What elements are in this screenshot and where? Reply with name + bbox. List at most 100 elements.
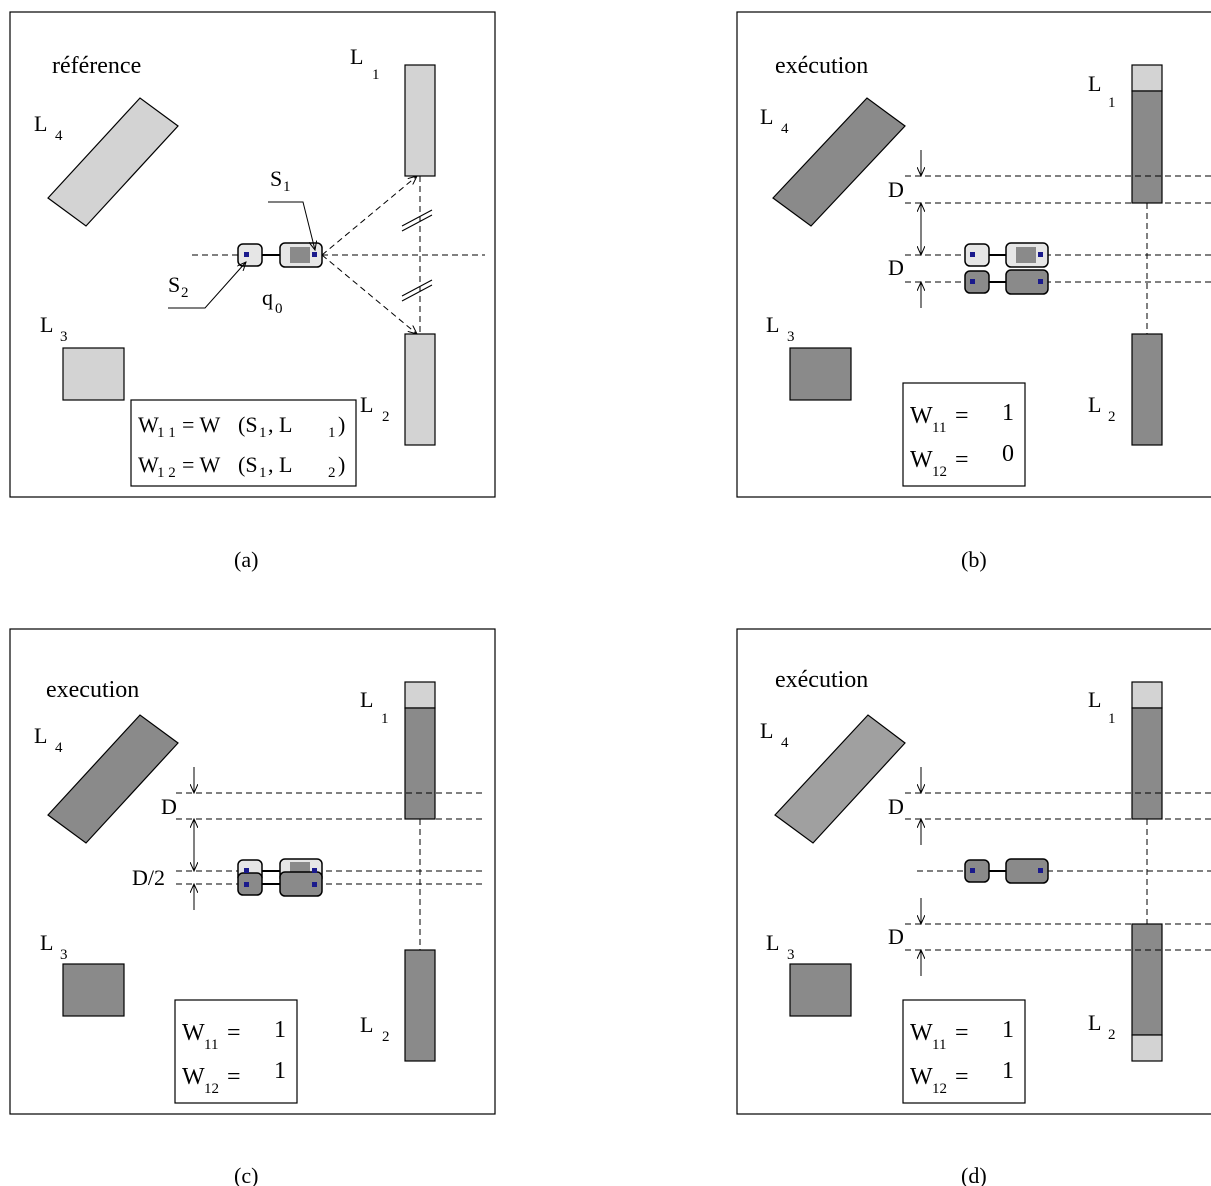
panel-c-frame: [9, 628, 496, 1115]
label-s1-sub: 1: [283, 179, 291, 195]
panel-c-title: execution: [46, 677, 139, 703]
weight-w12: W 12 = 1: [182, 1058, 286, 1097]
svg-text:1: 1: [1002, 1058, 1014, 1084]
robot-reference: [237, 242, 323, 268]
robot-reference: [964, 242, 1049, 268]
svg-text:0: 0: [1002, 441, 1014, 467]
panel-b-title: exécution: [775, 53, 868, 79]
svg-text:11: 11: [932, 1037, 946, 1053]
robot-execution: [964, 269, 1049, 295]
landmark-l1: [1131, 90, 1163, 204]
svg-text:, L: , L: [268, 412, 292, 437]
svg-text:W: W: [182, 1020, 205, 1046]
label-l1-sub: 1: [381, 711, 389, 727]
weights-box: [130, 399, 357, 487]
label-l2: L: [1088, 392, 1101, 417]
label-s2-sub: 2: [181, 285, 189, 301]
svg-text:12: 12: [932, 1081, 947, 1097]
arrow-to-l1: [321, 176, 417, 256]
svg-text:1: 1: [328, 425, 336, 441]
caption-a: (a): [234, 547, 258, 572]
formula-w12: W 1 2 = W (S 1 , L 2 ): [138, 452, 345, 481]
landmark-l1: [404, 707, 436, 820]
landmark-l1-top: [404, 681, 436, 709]
svg-text:= W: = W: [182, 412, 221, 437]
panel-d: exécution L 4 L 3 L 1 L 2 D D: [736, 628, 1211, 1186]
landmark-l3: [62, 347, 125, 401]
label-l2-sub: 2: [1108, 409, 1116, 425]
svg-text:(S: (S: [238, 412, 258, 437]
svg-text:1: 1: [274, 1017, 286, 1043]
tick-mark: [401, 279, 433, 297]
robot-execution: [964, 858, 1049, 884]
label-l3: L: [766, 930, 779, 955]
svg-text:1: 1: [259, 465, 267, 481]
svg-text:W: W: [910, 1064, 933, 1090]
label-l3: L: [40, 930, 53, 955]
label-l4: L: [760, 718, 773, 743]
label-l1-sub: 1: [1108, 711, 1116, 727]
landmark-l3: [789, 347, 852, 401]
svg-text:W: W: [910, 403, 933, 429]
arrow-to-l2: [321, 254, 417, 334]
weights-box: [902, 382, 1026, 487]
d-label: D: [161, 794, 177, 819]
svg-text:1: 1: [274, 1058, 286, 1084]
label-l2: L: [360, 392, 373, 417]
svg-text:): ): [338, 412, 345, 437]
svg-text:12: 12: [932, 464, 947, 480]
landmark-l4: [47, 714, 179, 844]
label-l4: L: [34, 111, 47, 136]
d-label: D: [888, 255, 904, 280]
panel-a-frame: [9, 11, 496, 498]
tick-mark: [401, 284, 433, 302]
svg-text:W: W: [910, 447, 933, 473]
label-l3-sub: 3: [787, 329, 795, 345]
d-label: D: [888, 794, 904, 819]
d-label: D: [888, 177, 904, 202]
d-half-label: D/2: [132, 865, 165, 890]
caption-d: (d): [961, 1163, 987, 1186]
label-q0: q: [262, 285, 273, 310]
svg-text:11: 11: [204, 1037, 218, 1053]
landmark-l1-top: [1131, 64, 1163, 92]
s2-pointer: [168, 262, 246, 309]
svg-text:1 1: 1 1: [157, 425, 176, 441]
svg-text:=: =: [955, 1020, 969, 1046]
landmark-l2: [404, 333, 436, 446]
svg-text:W: W: [138, 452, 159, 477]
formula-w11: W 1 1 = W (S 1 , L 1 ): [138, 412, 345, 441]
label-l4: L: [34, 723, 47, 748]
label-l1: L: [1088, 687, 1101, 712]
label-l1-sub: 1: [1108, 95, 1116, 111]
s1-pointer: [268, 201, 315, 250]
label-l1: L: [360, 687, 373, 712]
landmark-l2: [1131, 923, 1163, 1036]
svg-text:11: 11: [932, 420, 946, 436]
svg-text:1: 1: [259, 425, 267, 441]
landmark-l2: [1131, 333, 1163, 446]
weight-w12: W 12 = 1: [910, 1058, 1014, 1097]
label-s2: S: [168, 272, 180, 297]
svg-text:=: =: [955, 403, 969, 429]
panel-a: référence L 4 L 3 L 1 L 2: [9, 11, 496, 572]
label-l2-sub: 2: [1108, 1027, 1116, 1043]
landmark-l2: [404, 949, 436, 1062]
svg-text:=: =: [955, 447, 969, 473]
landmark-l1: [1131, 707, 1163, 820]
label-l3: L: [766, 312, 779, 337]
svg-text:= W: = W: [182, 452, 221, 477]
label-l1: L: [350, 44, 363, 69]
label-q0-sub: 0: [275, 301, 283, 317]
svg-text:W: W: [138, 412, 159, 437]
label-l3-sub: 3: [787, 947, 795, 963]
svg-text:W: W: [182, 1064, 205, 1090]
landmark-l4: [774, 714, 906, 844]
label-l3-sub: 3: [60, 947, 68, 963]
landmark-l4: [772, 97, 906, 227]
svg-text:2: 2: [328, 465, 336, 481]
label-l4: L: [760, 104, 773, 129]
caption-c: (c): [234, 1163, 258, 1186]
label-l2: L: [360, 1012, 373, 1037]
